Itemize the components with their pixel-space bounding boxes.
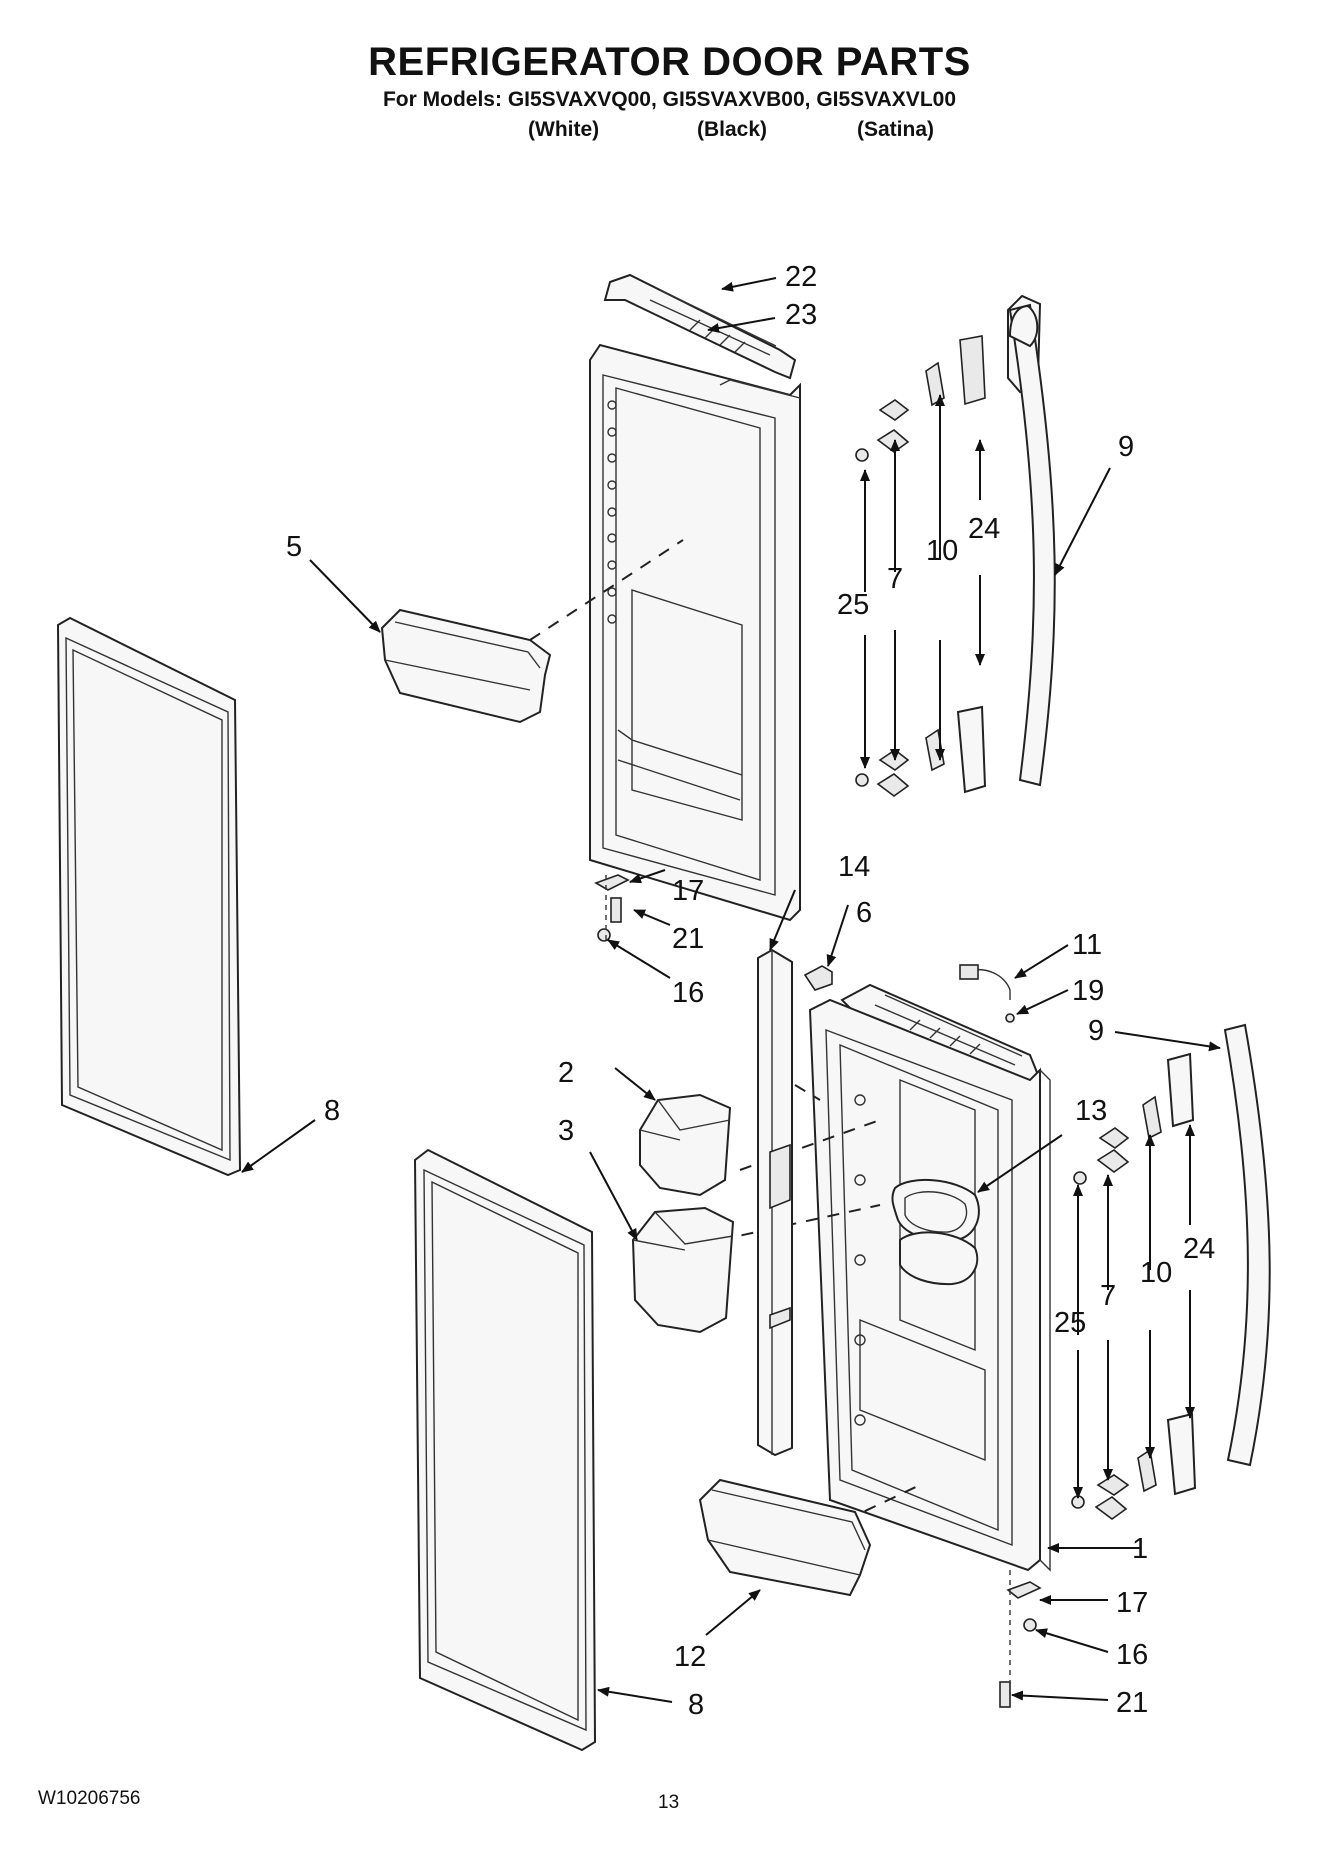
page-number: 13: [658, 1792, 680, 1813]
callout-12: 12: [674, 1641, 706, 1673]
upper-hardware: [855, 294, 1042, 797]
callout-2: 2: [558, 1057, 574, 1089]
part-9-handle-top: [1008, 304, 1039, 348]
upper-door-assembly: [529, 273, 801, 942]
callout-25-upper: 25: [837, 589, 869, 621]
part-9-lower-handle: [1223, 1023, 1271, 1467]
callout-9-upper: 9: [1118, 431, 1134, 463]
callout-17-upper: 17: [672, 875, 704, 907]
callout-24-upper: 24: [968, 513, 1000, 545]
callout-14: 14: [838, 851, 870, 883]
leader-lines: [241, 277, 1221, 1703]
callout-3: 3: [558, 1115, 574, 1147]
callout-17-lower: 17: [1116, 1587, 1148, 1619]
variant-satina: (Satina): [857, 118, 935, 141]
callout-13: 13: [1075, 1095, 1107, 1127]
callout-16-lower: 16: [1116, 1639, 1148, 1671]
lower-door-assembly: [719, 983, 1051, 1708]
part-12-lower-door-bin: [698, 1478, 872, 1597]
part-8-lower-gasket: [413, 1148, 597, 1752]
callout-8-lower-gasket: 8: [688, 1689, 704, 1721]
callout-23: 23: [785, 299, 817, 331]
part-14-trim-strip: [757, 948, 793, 1457]
document-number: W10206756: [38, 1788, 141, 1809]
callout-22: 22: [785, 261, 817, 293]
part-9-upper-handle: [1008, 303, 1056, 787]
callout-1: 1: [1132, 1533, 1148, 1565]
callout-16-upper: 16: [672, 977, 704, 1009]
callout-labels: 22 23 5 9 24 10 7 25 17 21 16 14 6 11 19…: [286, 261, 1215, 1721]
lower-hardware: [1071, 1052, 1197, 1520]
callout-8-upper-gasket: 8: [324, 1095, 340, 1127]
callout-10-upper: 10: [926, 535, 958, 567]
callout-19: 19: [1072, 975, 1104, 1007]
variant-black: (Black): [697, 118, 768, 141]
callout-6: 6: [856, 897, 872, 929]
callout-7-upper: 7: [887, 563, 903, 595]
page-title: REFRIGERATOR DOOR PARTS: [368, 40, 971, 84]
callout-10-lower: 10: [1140, 1257, 1172, 1289]
callout-7-lower: 7: [1100, 1280, 1116, 1312]
part-2-bin: [639, 1093, 732, 1197]
callout-5: 5: [286, 531, 302, 563]
callout-11: 11: [1072, 929, 1102, 961]
variant-white: (White): [528, 118, 600, 141]
callout-9-lower: 9: [1088, 1015, 1104, 1047]
part-6-screw: [803, 965, 833, 991]
part-13-dispenser-bezel: [891, 1178, 980, 1286]
part-19-clip: [1005, 1013, 1015, 1023]
part-3-bin: [631, 1206, 735, 1334]
callout-21-upper: 21: [672, 923, 704, 955]
part-8-upper-gasket: [56, 616, 242, 1177]
callout-24-lower: 24: [1183, 1233, 1215, 1265]
part-5-upper-door-bin: [380, 608, 552, 724]
models-line: For Models: GI5SVAXVQ00, GI5SVAXVB00, GI…: [382, 88, 957, 111]
callout-25-lower: 25: [1054, 1307, 1086, 1339]
part-11-connector: [959, 964, 979, 980]
callout-21-lower: 21: [1116, 1687, 1148, 1719]
